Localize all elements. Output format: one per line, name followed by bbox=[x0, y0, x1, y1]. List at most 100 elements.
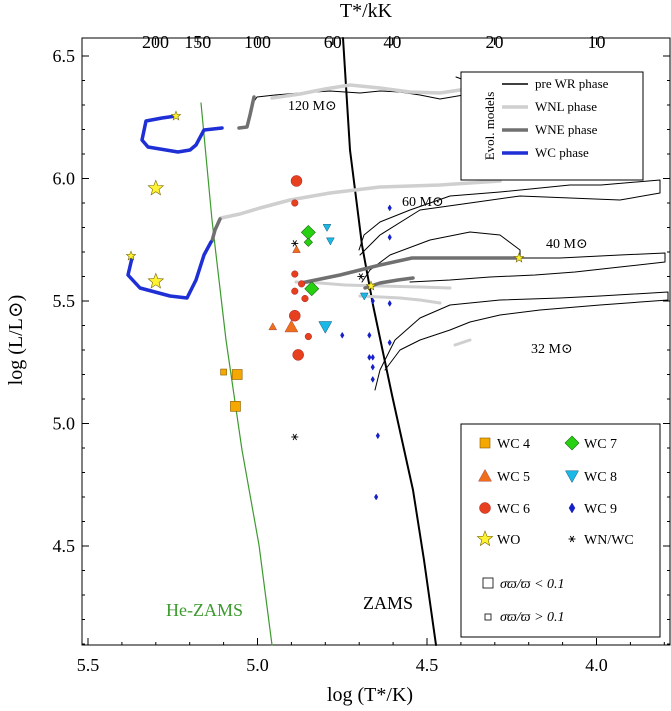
y-tick-label: 4.5 bbox=[53, 536, 76, 556]
data-point-wc9 bbox=[370, 375, 375, 383]
legend-label-wc8: WC 8 bbox=[584, 470, 617, 485]
data-point-wc9 bbox=[367, 353, 372, 361]
data-point-wc8 bbox=[322, 224, 332, 232]
top-axis-title: T*/kK bbox=[340, 0, 393, 22]
legend-label-wc7: WC 7 bbox=[584, 437, 617, 452]
track-label-120: 120 M⊙ bbox=[288, 99, 337, 114]
legend-marker bbox=[568, 535, 576, 543]
track-label-40: 40 M⊙ bbox=[546, 237, 588, 252]
legend-large-square-icon bbox=[482, 577, 494, 589]
data-point-wnwc bbox=[291, 433, 299, 441]
data-point-wc9 bbox=[367, 331, 372, 339]
track-40-wnl bbox=[294, 280, 452, 290]
data-point-wc9 bbox=[375, 432, 380, 440]
track-120-wne bbox=[237, 95, 256, 130]
track-label-60: 60 M⊙ bbox=[402, 195, 444, 210]
data-point-wc8 bbox=[318, 321, 333, 334]
data-point-wc9 bbox=[387, 339, 392, 347]
data-point-wnwc bbox=[357, 273, 365, 280]
x-axis-title: log (T*/K) bbox=[327, 684, 413, 706]
y-tick-label: 5.5 bbox=[53, 291, 76, 311]
track-endpoint-star bbox=[365, 280, 377, 291]
track-endpoint-star bbox=[170, 110, 182, 121]
legend-label-wc4: WC 4 bbox=[497, 437, 530, 452]
asterisk-stroke bbox=[292, 433, 297, 441]
track-label-32: 32 M⊙ bbox=[531, 342, 573, 357]
asterisk-stroke bbox=[292, 240, 297, 247]
data-point-wc6 bbox=[304, 332, 312, 341]
track-40-prewr bbox=[361, 231, 666, 283]
zams-label: ZAMS bbox=[363, 593, 413, 613]
plot-frame bbox=[81, 37, 671, 646]
legend-marker bbox=[568, 502, 576, 514]
y-tick-label: 6.0 bbox=[53, 169, 76, 189]
top-tick-label: 150 bbox=[184, 32, 211, 52]
data-point-wc9 bbox=[374, 493, 379, 501]
data-point-wc5 bbox=[268, 322, 278, 331]
legend-marker bbox=[478, 468, 492, 482]
data-point-wc6 bbox=[289, 309, 301, 322]
legend-marker bbox=[476, 530, 494, 547]
data-point-wc6 bbox=[291, 270, 299, 278]
y-axis-title: log (L/L⊙) bbox=[5, 295, 27, 386]
track-60-wnl bbox=[219, 179, 502, 220]
x-tick-label: 5.5 bbox=[77, 655, 100, 675]
legend-marker bbox=[564, 435, 580, 451]
zams-line bbox=[342, 37, 437, 646]
top-tick-label: 200 bbox=[142, 32, 169, 52]
legend-label-parallax-large: σϖ/ϖ > 0.1 bbox=[500, 610, 565, 625]
data-point-wc8 bbox=[326, 237, 335, 246]
data-point-wnwc bbox=[291, 240, 299, 247]
data-point-wc6 bbox=[298, 280, 306, 288]
data-point-wc9 bbox=[370, 363, 375, 371]
y-tick-label: 6.5 bbox=[53, 46, 76, 66]
top-tick-label: 40 bbox=[383, 32, 401, 52]
he-zams-label: He-ZAMS bbox=[166, 600, 243, 620]
legend-label-wc9: WC 9 bbox=[584, 502, 617, 517]
asterisk-stroke bbox=[569, 535, 575, 543]
legend-label-wne: WNE phase bbox=[535, 122, 598, 137]
data-point-wc9 bbox=[370, 297, 375, 305]
y-tick-label: 5.0 bbox=[53, 414, 76, 434]
legend-marker bbox=[479, 437, 491, 449]
track-40-wne bbox=[299, 256, 521, 285]
legend-marker bbox=[479, 502, 491, 514]
top-tick-label: 100 bbox=[244, 32, 271, 52]
he-zams-line bbox=[200, 102, 273, 646]
data-point-wc7 bbox=[304, 281, 320, 297]
legend-label-wc5: WC 5 bbox=[497, 470, 530, 485]
data-points bbox=[125, 110, 525, 501]
track-endpoint-star bbox=[125, 250, 137, 261]
data-point-wc9 bbox=[387, 204, 392, 212]
legend-label-wc: WC phase bbox=[535, 145, 589, 160]
data-point-wc9 bbox=[387, 233, 392, 241]
data-point-wc5 bbox=[292, 245, 301, 253]
data-point-wc6 bbox=[291, 287, 299, 295]
legend-label-wnl: WNL phase bbox=[535, 99, 597, 114]
top-tick-label: 10 bbox=[588, 32, 606, 52]
top-tick-label: 20 bbox=[485, 32, 503, 52]
track-120-wc bbox=[140, 114, 224, 154]
data-point-wc7 bbox=[303, 237, 313, 247]
x-tick-label: 4.0 bbox=[585, 655, 608, 675]
phases-legend-title: Evol. models bbox=[482, 92, 497, 161]
x-tick-label: 4.5 bbox=[416, 655, 439, 675]
track-endpoint-star bbox=[513, 252, 525, 263]
data-point-wc4 bbox=[220, 368, 227, 376]
data-point-wo bbox=[147, 272, 165, 289]
symbols-legend-box bbox=[460, 423, 661, 638]
track-32-wnl-b bbox=[453, 338, 472, 347]
data-point-wc9 bbox=[387, 299, 392, 307]
legend-label-wnwc: WN/WC bbox=[584, 533, 634, 548]
legend-label-prewr: pre WR phase bbox=[535, 76, 609, 91]
data-point-wc9 bbox=[340, 331, 345, 339]
phases-legend-box bbox=[460, 71, 644, 181]
top-tick-label: 60 bbox=[324, 32, 342, 52]
data-point-wc9 bbox=[370, 353, 375, 361]
legend-label-wc6: WC 6 bbox=[497, 502, 530, 517]
legend-marker bbox=[565, 470, 579, 484]
data-point-wo bbox=[147, 179, 165, 196]
legend-label-wo: WO bbox=[497, 533, 520, 548]
legend-symbols bbox=[476, 435, 580, 547]
